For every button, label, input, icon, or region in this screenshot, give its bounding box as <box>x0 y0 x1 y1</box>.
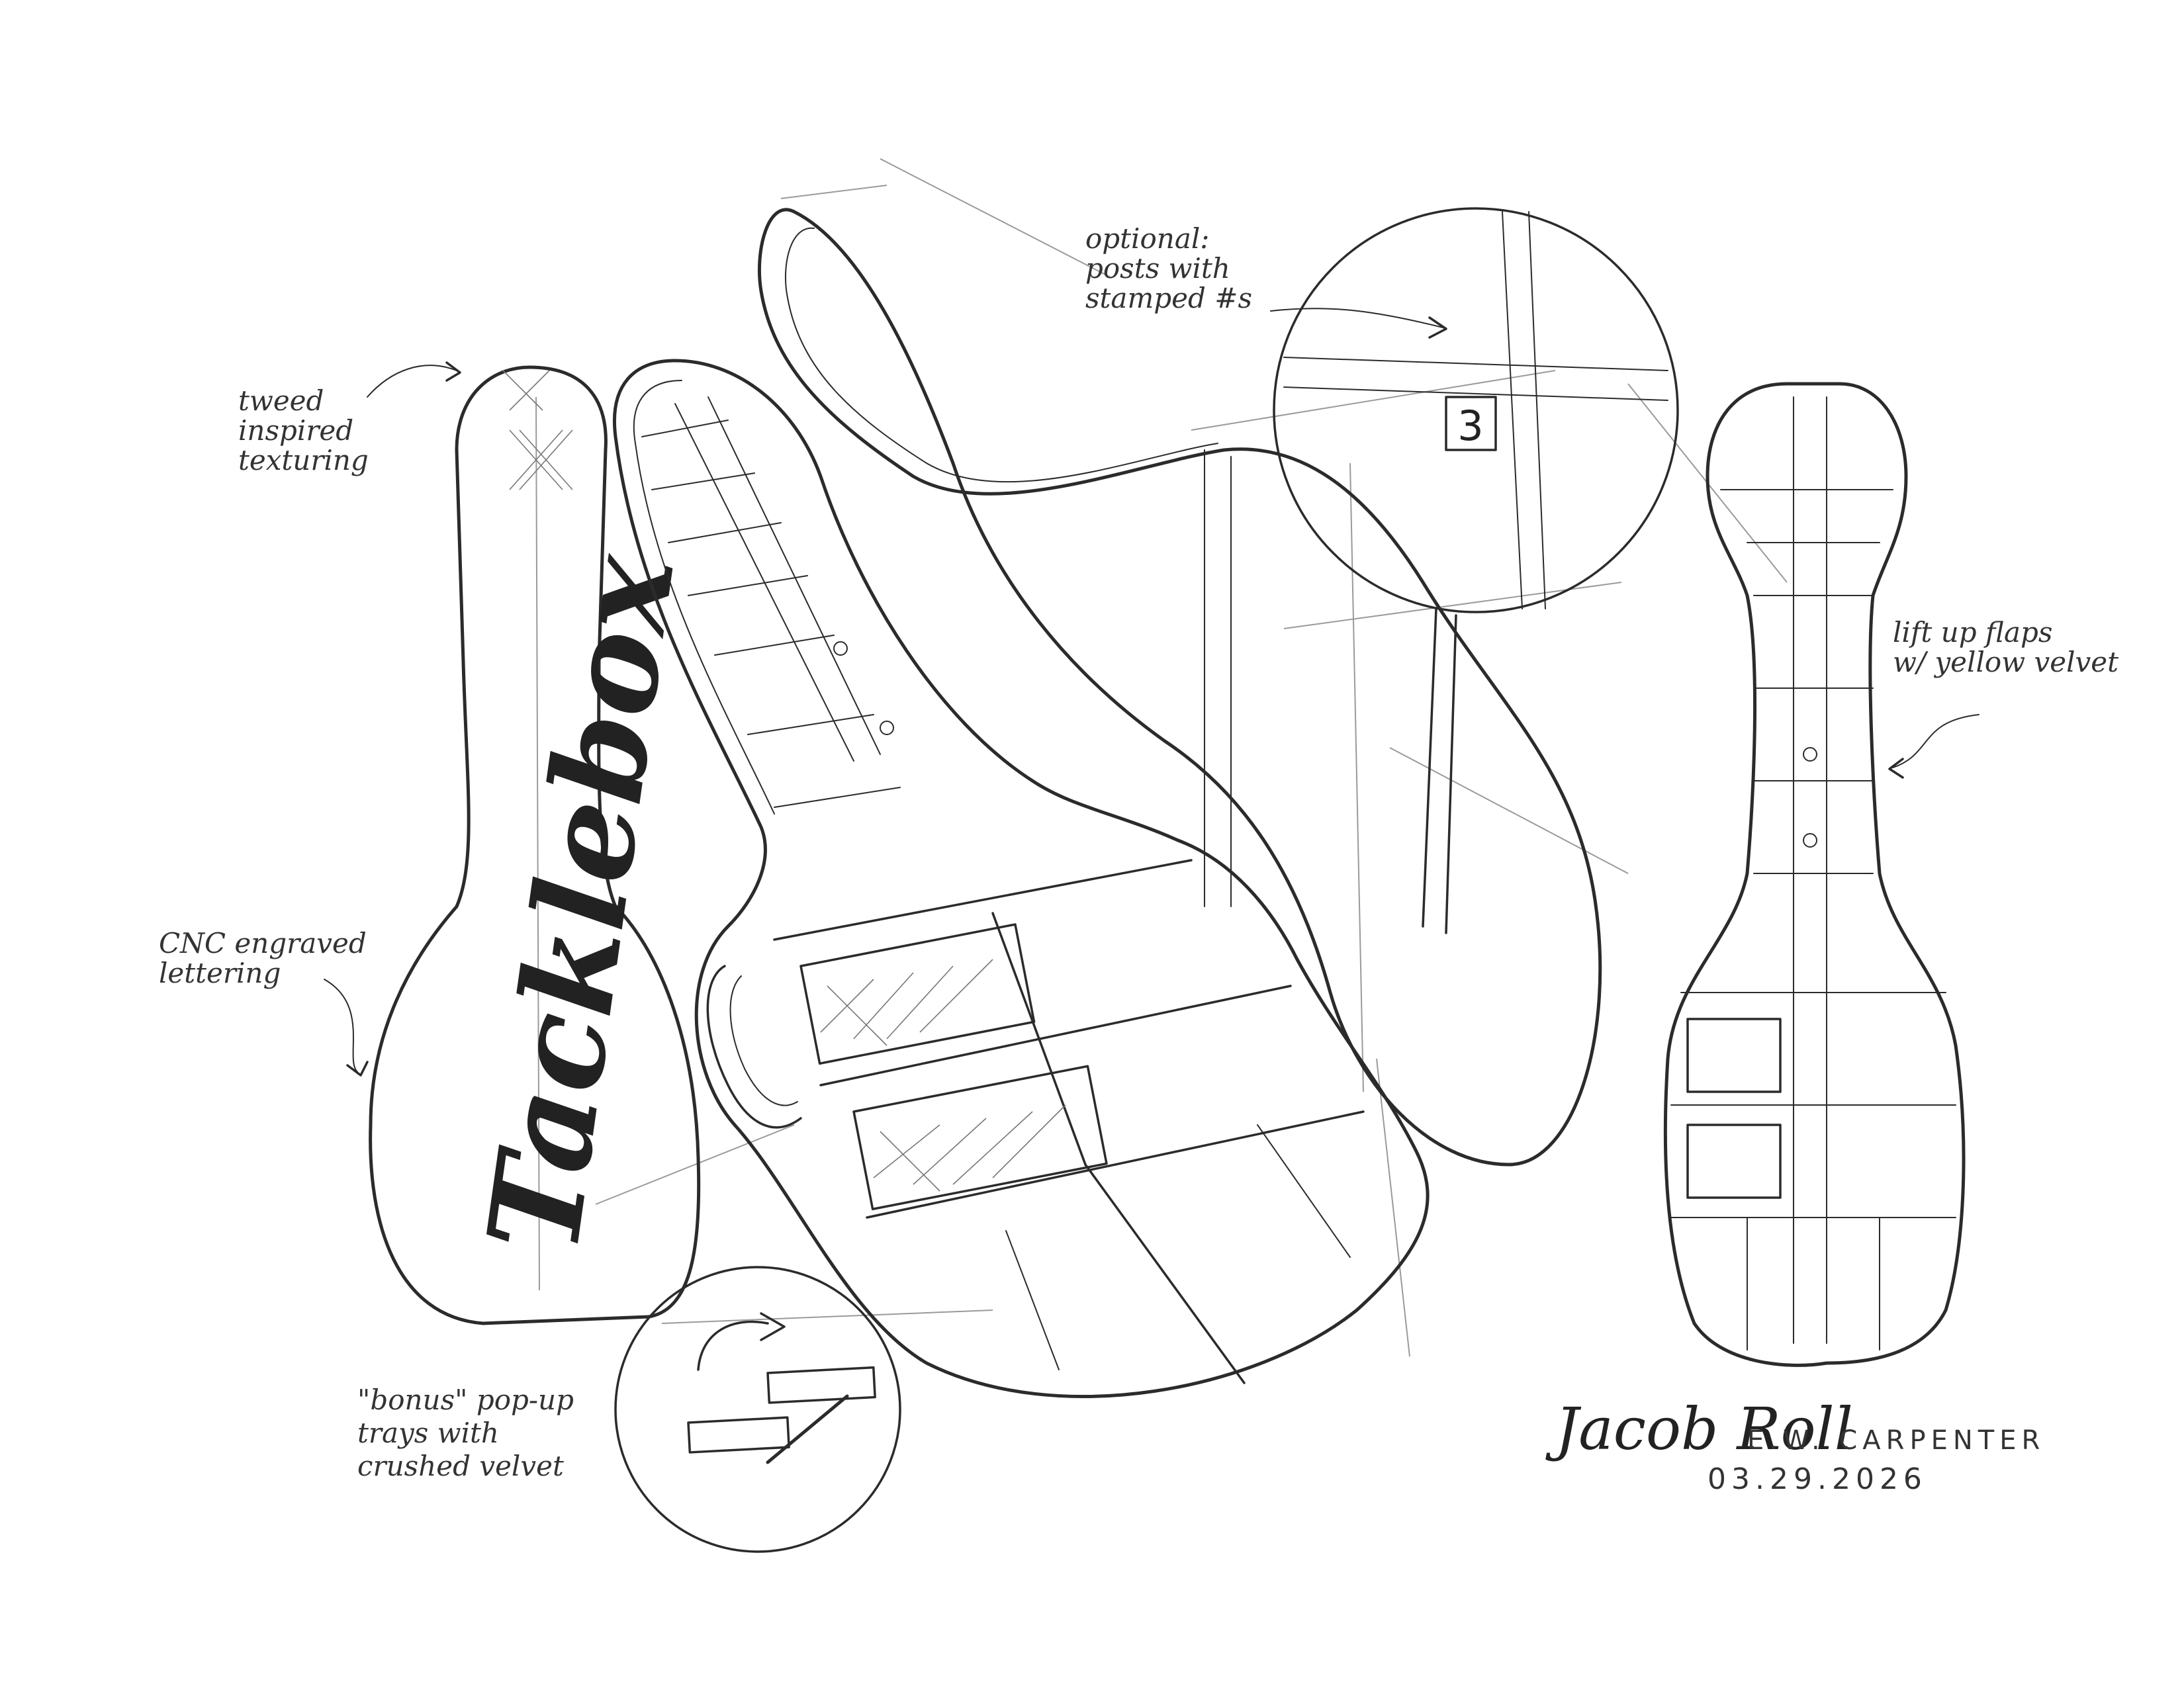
detail-circle-posts: 3 <box>1273 207 1679 613</box>
crushed-velvet-hatching <box>820 959 1066 1192</box>
lid-engraving: Tacklebox <box>459 545 704 1261</box>
interior-layout-view <box>1663 382 1966 1367</box>
svg-text:crushed velvet: crushed velvet <box>357 1450 564 1482</box>
leader-arrows <box>324 308 1979 1077</box>
closed-case-lid: Tacklebox <box>369 365 704 1325</box>
svg-text:optional:: optional: <box>1085 222 1209 255</box>
svg-text:trays with: trays with <box>357 1417 499 1449</box>
svg-text:lettering: lettering <box>159 957 281 989</box>
rotate-arrow-icon <box>697 1320 769 1371</box>
open-case-lid <box>758 208 1602 1167</box>
signature: Jacob Roll <box>1545 1395 1853 1463</box>
note-bonus-trays: "bonus" pop-up trays with crushed velvet <box>357 1384 574 1482</box>
note-cnc-lettering: CNC engraved lettering <box>159 927 367 989</box>
svg-text:"bonus" pop-up: "bonus" pop-up <box>357 1384 574 1416</box>
svg-text:posts with: posts with <box>1085 252 1230 285</box>
stamped-number-tag <box>1445 396 1497 451</box>
detail-circle-popup-tray <box>614 1266 901 1553</box>
svg-text:CNC engraved: CNC engraved <box>159 927 367 959</box>
note-tweed: tweed inspired texturing <box>238 384 369 476</box>
svg-text:lift up flaps: lift up flaps <box>1893 616 2052 648</box>
note-lift-up-flaps: lift up flaps w/ yellow velvet <box>1893 616 2118 678</box>
note-optional-posts: optional: posts with stamped #s <box>1085 222 1252 314</box>
svg-text:stamped #s: stamped #s <box>1085 282 1252 314</box>
body-compartments <box>773 859 1365 1384</box>
neck-compartments <box>641 396 901 808</box>
svg-text:texturing: texturing <box>238 444 369 476</box>
open-case-body <box>613 359 1430 1398</box>
case-handle <box>706 965 802 1129</box>
company-name: E.W. CARPENTER <box>1747 1425 2045 1456</box>
signature-block: Jacob Roll E.W. CARPENTER 03.29.2026 <box>1545 1395 2045 1496</box>
tweed-texture-marks <box>502 370 573 490</box>
svg-text:inspired: inspired <box>238 414 353 447</box>
svg-text:w/ yellow velvet: w/ yellow velvet <box>1893 646 2118 678</box>
svg-text:tweed: tweed <box>238 384 324 417</box>
sketch-date: 03.29.2026 <box>1707 1462 1927 1496</box>
post-number: 3 <box>1457 402 1483 450</box>
